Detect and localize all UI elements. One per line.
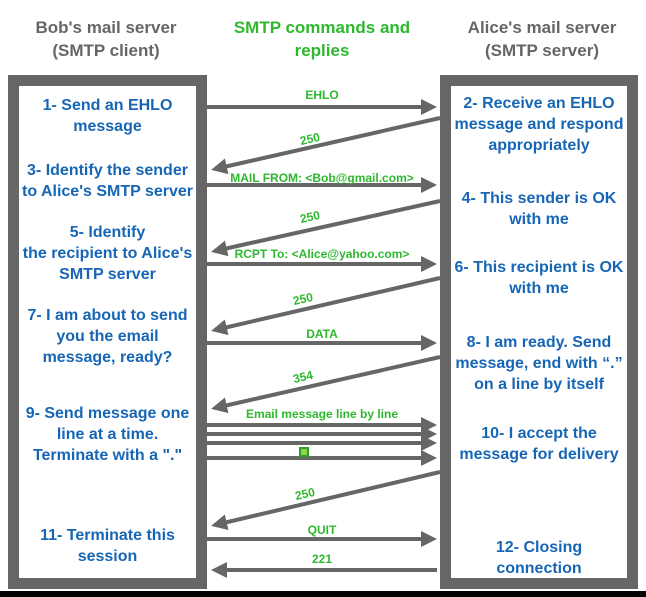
dot-terminator-icon — [299, 447, 309, 457]
server-step-10: 10- I accept the message for delivery — [459, 425, 619, 463]
label-reply-250-b: 250 — [298, 207, 322, 227]
label-data: DATA — [306, 327, 338, 341]
client-step-5: 5- Identify the recipient to Alice's SMT… — [22, 224, 193, 283]
arrow-reply-250-a — [211, 116, 441, 175]
server-box: 2- Receive an EHLO message and respond a… — [440, 75, 638, 589]
client-header: Bob's mail server (SMTP client) — [35, 18, 177, 60]
label-mail-from: MAIL FROM: <Bob@gmail.com> — [230, 171, 414, 185]
client-step-11: 11- Terminate this session — [40, 527, 175, 565]
server-step-2: 2- Receive an EHLO message and respond a… — [454, 95, 624, 154]
server-step-12: 12- Closing connection — [495, 539, 583, 577]
client-box: 1- Send an EHLO message 3- Identify the … — [8, 75, 207, 589]
label-reply-354: 354 — [291, 367, 315, 387]
legend-header: SMTP commands and replies — [233, 18, 411, 60]
label-reply-250-d: 250 — [293, 484, 317, 504]
server-step-4: 4- This sender is OK with me — [461, 190, 617, 228]
client-step-1: 1- Send an EHLO message — [42, 97, 173, 135]
label-ehlo: EHLO — [305, 88, 339, 102]
label-rcpt-to: RCPT To: <Alice@yahoo.com> — [234, 247, 410, 261]
arrow-reply-250-d — [211, 470, 441, 531]
server-header: Alice's mail server (SMTP server) — [467, 18, 617, 60]
label-quit: QUIT — [307, 523, 337, 537]
server-step-8: 8- I am ready. Send message, end with “.… — [455, 334, 623, 393]
label-reply-221: 221 — [311, 552, 333, 566]
arrow-reply-250-c — [211, 276, 441, 336]
client-step-3: 3- Identify the sender to Alice's SMTP s… — [22, 162, 193, 200]
label-email-lines: Email message line by line — [245, 407, 399, 421]
label-reply-250-c: 250 — [291, 289, 315, 309]
client-step-7: 7- I am about to send you the email mess… — [27, 307, 188, 366]
server-step-6: 6- This recipient is OK with me — [454, 259, 624, 297]
label-reply-250-a: 250 — [298, 129, 322, 149]
arrow-reply-354 — [211, 355, 441, 414]
bottom-black-bar — [0, 591, 646, 597]
client-step-9: 9- Send message one line at a time. Term… — [25, 405, 190, 464]
